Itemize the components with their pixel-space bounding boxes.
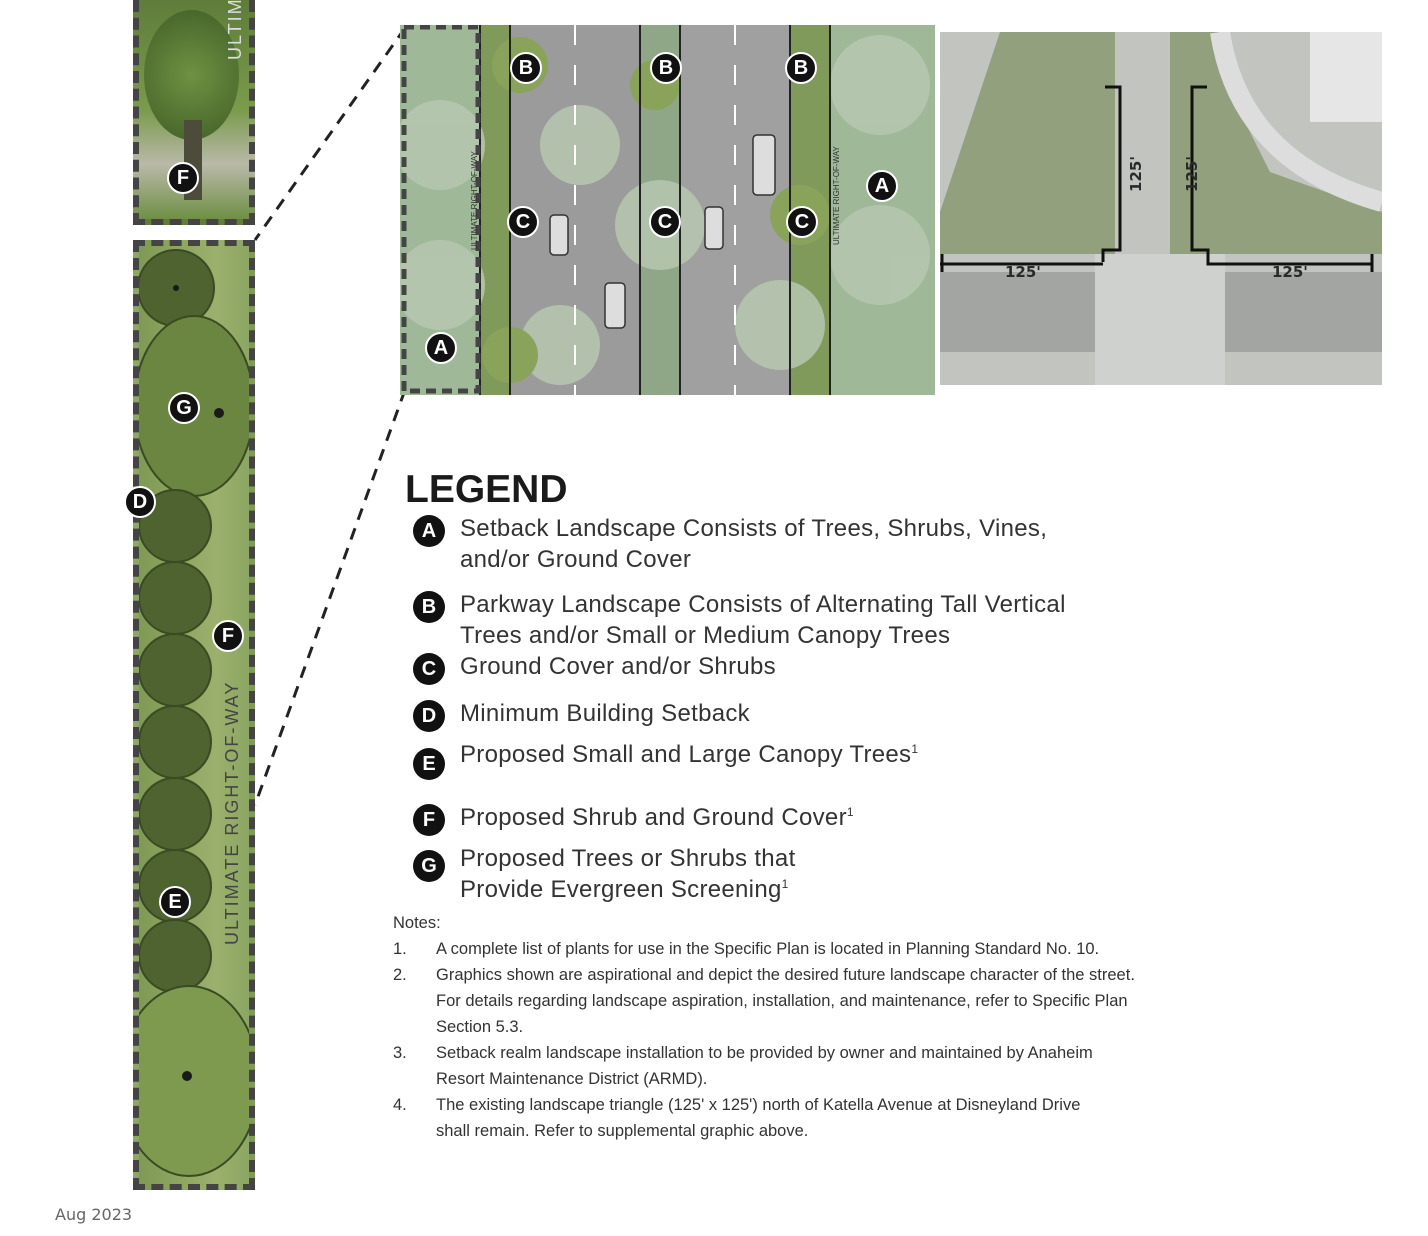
dimension-horizontal-left: 125'	[1005, 263, 1041, 281]
legend-item-c: C Ground Cover and/or Shrubs	[413, 651, 1153, 685]
marker-f: F	[212, 620, 244, 652]
dimension-horizontal-right: 125'	[1272, 263, 1308, 281]
marker-e: E	[159, 886, 191, 918]
footnote-ref: 1	[846, 805, 854, 819]
notes-title: Notes:	[393, 914, 441, 932]
legend-marker-g: G	[413, 850, 445, 882]
right-of-way-label-top: ULTIM	[225, 0, 245, 60]
legend-text: Proposed Small and Large Canopy Trees1	[460, 739, 918, 770]
marker-b-1: B	[510, 52, 542, 84]
marker-b-2: B	[650, 52, 682, 84]
note-number: 1.	[393, 940, 407, 958]
legend-text: Setback Landscape Consists of Trees, Shr…	[460, 513, 1050, 575]
legend-text-a: Setback Landscape Consists of Trees, Shr…	[460, 515, 1048, 573]
legend-text: Proposed Shrub and Ground Cover1	[460, 802, 854, 833]
legend-marker-d: D	[413, 700, 445, 732]
legend-item-g: G Proposed Trees or Shrubs that Provide …	[413, 843, 1153, 905]
marker-c-1: C	[507, 206, 539, 238]
note-number: 4.	[393, 1096, 407, 1114]
marker-a-left: A	[425, 332, 457, 364]
note-text: Setback realm landscape installation to …	[436, 1044, 1093, 1088]
legend-title: LEGEND	[405, 468, 568, 511]
legend-item-f: F Proposed Shrub and Ground Cover1	[413, 802, 1153, 836]
dimension-vertical-left: 125'	[1126, 156, 1145, 192]
note-text: The existing landscape triangle (125' x …	[436, 1096, 1081, 1140]
legend-and-notes: LEGEND A Setback Landscape Consists of T…	[393, 466, 1153, 1144]
note-2: 2. Graphics shown are aspirational and de…	[393, 962, 1153, 1040]
right-of-way-label: ULTIMATE RIGHT-OF-WAY	[222, 680, 242, 945]
note-text: A complete list of plants for use in the…	[436, 940, 1100, 958]
marker-f-top: F	[167, 162, 199, 194]
note-text: Graphics shown are aspirational and depi…	[436, 966, 1135, 1036]
note-number: 2.	[393, 966, 407, 984]
aerial-intersection-photo	[940, 32, 1382, 385]
note-4: 4. The existing landscape triangle (125' …	[393, 1092, 1113, 1144]
marker-c-2: C	[649, 206, 681, 238]
legend-text-c: Ground Cover and/or Shrubs	[460, 653, 776, 680]
legend-marker-e: E	[413, 748, 445, 780]
legend-text-f: Proposed Shrub and Ground Cover	[460, 804, 847, 831]
legend-marker-b: B	[413, 591, 445, 623]
legend-text: Proposed Trees or Shrubs that Provide Ev…	[460, 843, 860, 905]
note-3: 3. Setback realm landscape installation t…	[393, 1040, 1093, 1092]
marker-g: G	[168, 392, 200, 424]
note-number: 3.	[393, 1044, 407, 1062]
footnote-ref: 1	[911, 742, 919, 756]
legend-text-d: Minimum Building Setback	[460, 700, 750, 727]
marker-b-3: B	[785, 52, 817, 84]
notes: Notes: 1. A complete list of plants for u…	[393, 910, 1153, 1144]
footer-date: Aug 2023	[55, 1205, 133, 1224]
legend-text: Minimum Building Setback	[460, 698, 750, 729]
legend-item-e: E Proposed Small and Large Canopy Trees1	[413, 739, 1153, 780]
marker-d: D	[124, 486, 156, 518]
legend-marker-f: F	[413, 804, 445, 836]
tree-canopies	[139, 249, 249, 1177]
marker-c-3: C	[786, 206, 818, 238]
legend-text: Ground Cover and/or Shrubs	[460, 651, 776, 682]
legend-text-b: Parkway Landscape Consists of Alternatin…	[460, 591, 1066, 649]
legend-item-a: A Setback Landscape Consists of Trees, S…	[413, 513, 1153, 575]
note-1: 1. A complete list of plants for use in t…	[393, 936, 1113, 962]
legend-text-g: Proposed Trees or Shrubs that Provide Ev…	[460, 845, 796, 903]
legend-marker-a: A	[413, 515, 445, 547]
tree-canopy	[144, 10, 239, 140]
marker-a-right: A	[866, 170, 898, 202]
aerial-graphic	[940, 32, 1382, 385]
dimension-vertical-right: 125'	[1182, 156, 1201, 192]
row-label-left: ULTIMATE RIGHT-OF-WAY	[470, 151, 479, 250]
legend-marker-c: C	[413, 653, 445, 685]
legend-item-b: B Parkway Landscape Consists of Alternat…	[413, 589, 1153, 651]
legend-text-e: Proposed Small and Large Canopy Trees	[460, 741, 912, 768]
legend-text: Parkway Landscape Consists of Alternatin…	[460, 589, 1070, 651]
footnote-ref: 1	[781, 877, 789, 891]
row-label-right: ULTIMATE RIGHT-OF-WAY	[832, 146, 841, 245]
legend-item-d: D Minimum Building Setback	[413, 698, 1153, 732]
